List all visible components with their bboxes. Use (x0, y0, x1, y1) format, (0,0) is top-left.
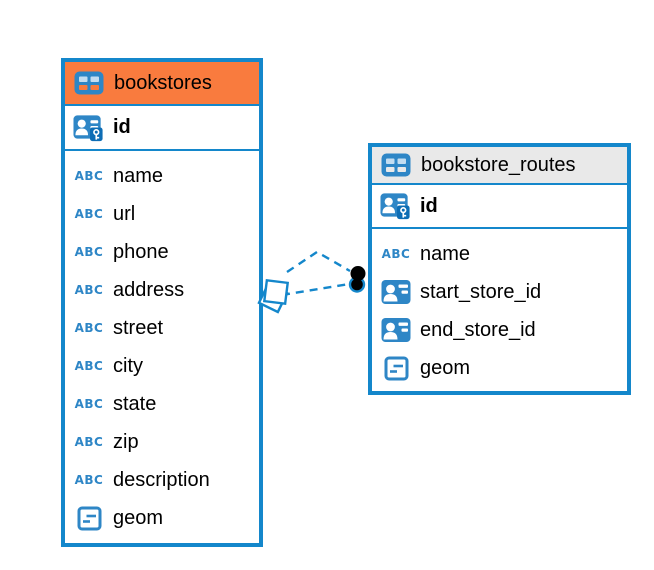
text-type-icon: ABC (74, 168, 104, 184)
column-name: geom (420, 356, 471, 379)
table-bookstores-header[interactable]: bookstores (65, 62, 259, 106)
text-type-icon: ABC (74, 206, 104, 222)
column-row-street[interactable]: ABC street (65, 309, 259, 347)
relationship-line-2[interactable] (281, 282, 350, 297)
column-row-state[interactable]: ABC state (65, 385, 259, 423)
column-name: end_store_id (420, 318, 536, 341)
primary-key-icon (73, 114, 105, 142)
text-type-icon: ABC (74, 396, 104, 412)
column-name: name (420, 242, 471, 265)
column-name: url (113, 202, 136, 225)
geometry-type-icon (73, 506, 105, 531)
relationship-source-marker-squares (257, 278, 290, 314)
column-name: phone (113, 240, 169, 263)
table-bookstores[interactable]: bookstores id ABC (61, 58, 263, 547)
column-name: street (113, 316, 164, 339)
column-name: geom (113, 506, 164, 529)
table-name: bookstore_routes (421, 153, 576, 176)
column-list: ABC name start_store_id (372, 229, 627, 387)
table-icon (73, 71, 105, 95)
column-row-phone[interactable]: ABC phone (65, 233, 259, 271)
column-row-description[interactable]: ABC description (65, 461, 259, 499)
column-name: description (113, 468, 210, 491)
column-name: state (113, 392, 157, 415)
column-row-address[interactable]: ABC address (65, 271, 259, 309)
column-row-geom[interactable]: geom (65, 499, 259, 537)
column-name: start_store_id (420, 280, 542, 303)
column-row-start-store-id[interactable]: start_store_id (372, 273, 627, 311)
text-type-icon: ABC (74, 282, 104, 298)
column-name: city (113, 354, 143, 377)
relationship-target-marker-dots (348, 266, 366, 293)
table-name: bookstores (114, 71, 212, 94)
primary-key-name: id (113, 116, 131, 138)
column-row-url[interactable]: ABC url (65, 195, 259, 233)
table-bookstore-routes[interactable]: bookstore_routes id ABC (368, 143, 631, 395)
text-type-icon: ABC (381, 246, 411, 262)
geometry-type-icon (380, 356, 412, 381)
text-type-icon: ABC (74, 434, 104, 450)
text-type-icon: ABC (74, 320, 104, 336)
column-name: name (113, 164, 164, 187)
foreign-key-icon (380, 317, 412, 343)
column-row-name[interactable]: ABC name (372, 235, 627, 273)
relationship-lines[interactable] (257, 250, 366, 314)
column-name: zip (113, 430, 139, 453)
text-type-icon: ABC (74, 472, 104, 488)
text-type-icon: ABC (74, 358, 104, 374)
relationship-line-1[interactable] (286, 250, 351, 273)
primary-key-name: id (420, 194, 438, 217)
column-row-id[interactable]: id (372, 185, 627, 229)
text-type-icon: ABC (74, 244, 104, 260)
column-row-id[interactable]: id (65, 106, 259, 151)
column-list: ABC name ABC url ABC phone ABC address A… (65, 151, 259, 537)
column-name: address (113, 278, 185, 301)
primary-key-icon (380, 192, 412, 220)
column-row-zip[interactable]: ABC zip (65, 423, 259, 461)
column-row-city[interactable]: ABC city (65, 347, 259, 385)
column-row-geom[interactable]: geom (372, 349, 627, 387)
column-row-end-store-id[interactable]: end_store_id (372, 311, 627, 349)
foreign-key-icon (380, 279, 412, 305)
table-icon (380, 153, 412, 177)
table-bookstore-routes-header[interactable]: bookstore_routes (372, 147, 627, 185)
column-row-name[interactable]: ABC name (65, 157, 259, 195)
